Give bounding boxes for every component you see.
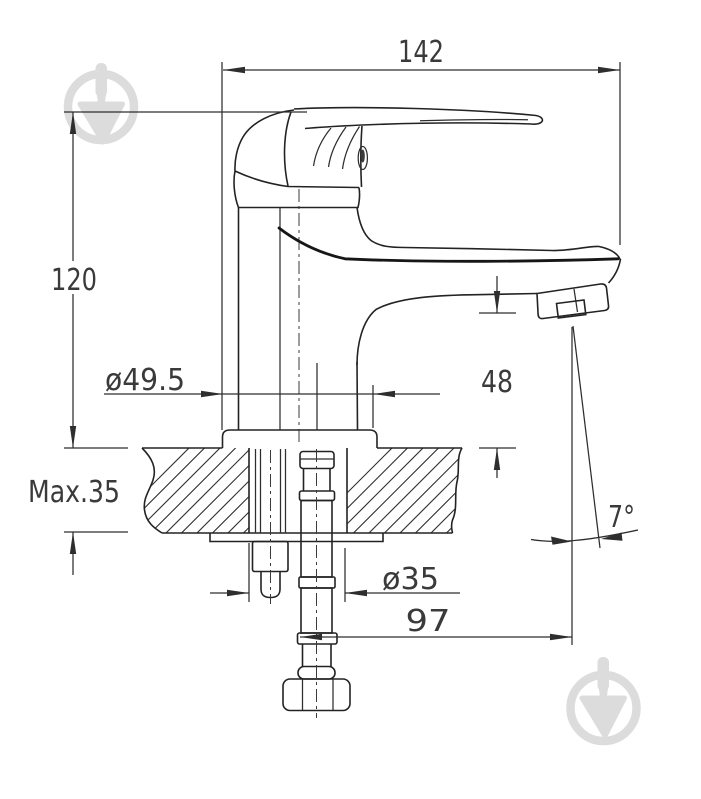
dimension-spout-angle: 7° bbox=[530, 325, 639, 549]
countertop-section bbox=[141, 447, 463, 543]
dimension-label-base-diameter: ø49.5 bbox=[105, 363, 185, 398]
arrowhead-left-icon bbox=[300, 633, 322, 641]
angle-arc bbox=[530, 529, 639, 542]
arrowhead-left-icon bbox=[223, 66, 245, 74]
base-flange bbox=[221, 429, 378, 448]
arrowhead-right-icon bbox=[227, 589, 249, 597]
arrowhead-up-icon bbox=[69, 112, 77, 134]
arrowhead-right-icon bbox=[598, 66, 620, 74]
dimension-label-spout-angle: 7° bbox=[608, 500, 635, 535]
handle-screw-hole bbox=[357, 145, 369, 171]
hose-ferrule-lower bbox=[296, 632, 338, 645]
spout-tip-face bbox=[607, 258, 622, 284]
mounting-washer-plate bbox=[209, 532, 384, 543]
watermark-triangle-icon bbox=[77, 101, 125, 145]
spout-top-edge bbox=[356, 207, 622, 261]
arrowhead-up-icon bbox=[493, 448, 501, 470]
aerator-block bbox=[536, 283, 610, 320]
arrowhead-left-icon bbox=[601, 532, 623, 541]
hose-hex-nut bbox=[282, 678, 351, 712]
handle-striation bbox=[327, 126, 347, 168]
countertop-break-edge-left bbox=[141, 447, 163, 534]
handle-lever bbox=[293, 106, 544, 130]
handle-body-bottom bbox=[234, 170, 360, 189]
handle-striation bbox=[341, 126, 361, 170]
arrowhead-up-icon bbox=[69, 532, 77, 554]
dimension-label-overall-height: 120 bbox=[51, 263, 97, 298]
watermark-stem-icon bbox=[95, 63, 107, 97]
dimension-spout-reach: 97 bbox=[300, 327, 573, 645]
arrowhead-left-icon bbox=[373, 390, 395, 398]
handle-front-crease bbox=[283, 111, 292, 187]
label-backing bbox=[48, 261, 100, 294]
dimension-label-mounting-hole-diameter: ø35 bbox=[382, 562, 439, 597]
arrowhead-right-icon bbox=[201, 390, 223, 398]
dimension-base-diameter: ø49.5 bbox=[104, 363, 440, 428]
dimension-mounting-hole-diameter: ø35 bbox=[210, 543, 460, 602]
dimension-max-mounting-thickness: Max.35 bbox=[28, 475, 128, 575]
hose-end-neck bbox=[301, 644, 332, 667]
watermark-stem-icon bbox=[597, 657, 609, 691]
aerator-outlet-tip bbox=[555, 299, 587, 319]
dimension-overall-width: 142 bbox=[221, 35, 621, 430]
hex-nut-facets bbox=[301, 679, 334, 710]
mounting-stud bbox=[251, 449, 289, 604]
handle-screw-hole-center bbox=[360, 149, 365, 163]
arrowhead-right-icon bbox=[551, 536, 572, 545]
spout-underside bbox=[356, 292, 538, 366]
stud-thread-lines bbox=[254, 449, 287, 533]
handle-striation bbox=[312, 127, 332, 167]
dimension-label-spout-outlet-height: 48 bbox=[481, 365, 513, 400]
body-cap bbox=[233, 170, 361, 209]
faucet-outline bbox=[221, 106, 622, 448]
dimension-label-overall-width: 142 bbox=[398, 35, 444, 70]
arrowhead-down-icon bbox=[493, 291, 501, 313]
dimension-label-max-mounting-thickness: Max.35 bbox=[28, 475, 120, 510]
body-right-edge bbox=[356, 361, 359, 431]
arrowhead-down-icon bbox=[69, 426, 77, 448]
flexible-hose bbox=[282, 449, 351, 718]
handle-lever-inner-line bbox=[419, 118, 529, 122]
countertop-break-edge-right bbox=[450, 447, 463, 534]
dimension-spout-outlet-height: 48 bbox=[479, 276, 516, 478]
handle-body bbox=[234, 109, 295, 172]
store-logo-watermark-bottom-right bbox=[566, 657, 641, 746]
spout-main-contour bbox=[277, 226, 620, 263]
mounting-hole-edges bbox=[248, 448, 348, 533]
arrowhead-right-icon bbox=[550, 633, 572, 641]
dimension-overall-height: 120 bbox=[48, 111, 307, 449]
watermark-triangle-icon bbox=[579, 695, 627, 739]
store-logo-watermark-top-left bbox=[63, 63, 139, 145]
arrowhead-left-icon bbox=[345, 589, 367, 597]
dimension-label-spout-reach: 97 bbox=[406, 604, 451, 639]
angle-reference-line bbox=[572, 325, 601, 549]
hose-neck bbox=[302, 468, 331, 491]
